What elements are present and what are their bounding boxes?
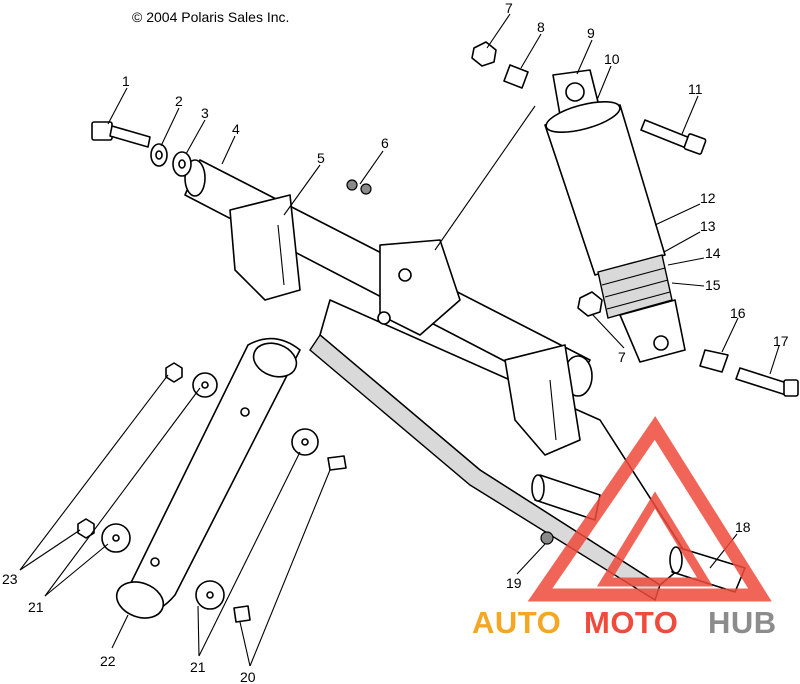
bolt-11-shank xyxy=(640,119,691,149)
bolt-11-head xyxy=(683,133,707,155)
shock-eye-bore xyxy=(565,82,585,102)
nut-23b xyxy=(77,518,95,539)
watermark-hub: HUB xyxy=(708,605,777,640)
clamp-bolt-top xyxy=(398,268,412,282)
callout-18: 18 xyxy=(735,519,751,535)
watermark-auto: AUTO xyxy=(472,605,561,640)
callout-7-top: 7 xyxy=(505,0,513,16)
left-hardware xyxy=(91,121,372,195)
callout-5: 5 xyxy=(317,150,325,166)
callout-1: 1 xyxy=(122,73,130,89)
screw-20b-head xyxy=(233,605,251,623)
callout-3: 3 xyxy=(201,105,209,121)
callout-23: 23 xyxy=(2,571,18,587)
shock-body-top xyxy=(545,100,621,134)
link-arm xyxy=(77,337,347,623)
callout-17: 17 xyxy=(773,333,789,349)
axle-18-end xyxy=(669,546,683,574)
callout-12: 12 xyxy=(700,190,716,206)
callout-22: 22 xyxy=(100,653,116,669)
spacer-16 xyxy=(699,349,729,373)
bracket-left xyxy=(229,194,301,301)
callout-9: 9 xyxy=(587,25,595,41)
callout-4: 4 xyxy=(232,121,240,137)
center-clamp xyxy=(379,239,461,336)
watermark-triangle-outer xyxy=(527,416,772,602)
callout-13: 13 xyxy=(700,218,716,234)
watermark-moto: MOTO xyxy=(584,605,678,640)
callout-11: 11 xyxy=(688,81,703,97)
callout-21-left: 21 xyxy=(28,599,44,615)
nut-7-lower xyxy=(577,291,603,317)
bolt-1-head xyxy=(91,121,113,141)
screw-20a-head xyxy=(327,455,347,471)
watermark-triangle-inner xyxy=(596,491,714,587)
copyright-text: © 2004 Polaris Sales Inc. xyxy=(132,9,289,25)
bolt-1-shank xyxy=(109,125,151,148)
callout-19: 19 xyxy=(506,575,522,591)
callout-10: 10 xyxy=(604,51,620,67)
link-lower-eye xyxy=(115,581,165,619)
bracket-left-slot xyxy=(277,224,285,286)
watermark-logo xyxy=(527,416,772,602)
spacer-8 xyxy=(503,64,529,89)
callout-20: 20 xyxy=(240,669,256,684)
callout-2: 2 xyxy=(175,93,183,109)
callout-21-bottom: 21 xyxy=(190,659,206,675)
shock-eye-lower-bore xyxy=(653,335,669,351)
shock-absorber xyxy=(471,41,799,397)
bracket-right xyxy=(504,344,581,456)
callout-16: 16 xyxy=(730,305,746,321)
callout-14: 14 xyxy=(705,245,721,261)
bracket-right-slot xyxy=(549,379,557,441)
callout-6: 6 xyxy=(381,135,389,151)
callout-7-lower: 7 xyxy=(618,349,626,365)
nut-23a xyxy=(165,362,183,383)
pivot-shaft-end xyxy=(531,474,545,502)
link-upper-eye xyxy=(252,342,298,378)
shock-eye-lower xyxy=(619,299,686,363)
nut-19 xyxy=(540,531,554,545)
bolt-17-head xyxy=(783,379,799,397)
nut-7-top xyxy=(471,41,497,67)
bolt-17-shank xyxy=(735,367,791,396)
watermark-text: AUTO MOTO HUB xyxy=(472,605,777,640)
nut-6b xyxy=(360,183,372,195)
callout-15: 15 xyxy=(705,277,721,293)
nut-6a xyxy=(346,179,358,191)
leader-lines xyxy=(19,13,780,667)
clamp-bolt-bottom xyxy=(377,311,391,325)
callout-8: 8 xyxy=(537,19,545,35)
